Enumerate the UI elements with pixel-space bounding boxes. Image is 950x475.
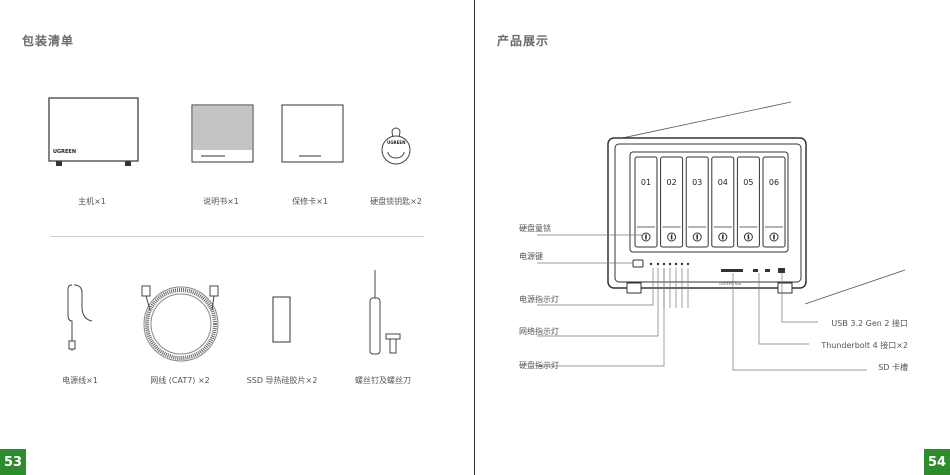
drive-bay[interactable]: 03 (686, 157, 708, 247)
drive-bay[interactable]: 01 (635, 157, 657, 247)
item-label: 主机×1 (78, 196, 106, 207)
item-label: 电源线×1 (62, 375, 98, 386)
bay-number: 06 (769, 178, 779, 187)
section-divider (50, 236, 424, 237)
left-page: 包装清单 UGREEN UGREEN 主机×1 说明书×1 保修卡×1 硬盘锁钥… (0, 0, 475, 475)
page-number: 53 (0, 449, 26, 475)
callout-drive-lock: 硬盘童锁 (519, 223, 551, 234)
callout-network-indicator: 网络指示灯 (519, 326, 559, 337)
svg-text:UGREEN: UGREEN (387, 140, 405, 145)
item-label: 硬盘锁钥匙×2 (370, 196, 422, 207)
network-cable-illustration (136, 280, 226, 362)
page-number: 54 (924, 449, 950, 475)
bay-number: 05 (743, 178, 753, 187)
item-label: 网线 (CAT7) ×2 (150, 375, 210, 386)
power-cable-illustration (60, 283, 100, 355)
thermal-pad-illustration (272, 296, 292, 344)
item-label: 螺丝钉及螺丝刀 (355, 375, 411, 386)
drive-bay[interactable]: 06 (763, 157, 785, 247)
item-label: 保修卡×1 (292, 196, 328, 207)
drive-bay[interactable]: 02 (661, 157, 683, 247)
callout-power-button: 电源键 (519, 251, 543, 262)
callout-drive-indicator: 硬盘指示灯 (519, 360, 559, 371)
front-brand-label: UGREEN Nas (719, 282, 742, 286)
drive-lock-key-illustration: UGREEN (378, 124, 414, 166)
item-label: 说明书×1 (203, 196, 239, 207)
bay-number: 04 (718, 178, 728, 187)
warranty-card-illustration (281, 104, 345, 164)
page-title: 包装清单 (22, 32, 74, 49)
manual-illustration (191, 104, 255, 164)
bay-number: 01 (641, 178, 651, 187)
nas-unit-illustration: UGREEN (48, 97, 140, 167)
callout-usb-port: USB 3.2 Gen 2 接口 (831, 318, 908, 329)
callout-thunderbolt-ports: Thunderbolt 4 接口×2 (821, 340, 908, 351)
bay-number: 02 (667, 178, 677, 187)
nas-front-diagram: 01 02 03 04 05 06 UGREEN Nas (475, 0, 950, 475)
screwdriver-illustration (360, 268, 406, 358)
drive-bay[interactable]: 05 (737, 157, 759, 247)
bay-number: 03 (692, 178, 702, 187)
callout-power-indicator: 电源指示灯 (519, 294, 559, 305)
item-label: SSD 导热硅胶片×2 (247, 375, 318, 386)
callout-sd-slot: SD 卡槽 (878, 362, 908, 373)
ugreen-logo-text: UGREEN (53, 149, 76, 155)
drive-bay[interactable]: 04 (712, 157, 734, 247)
